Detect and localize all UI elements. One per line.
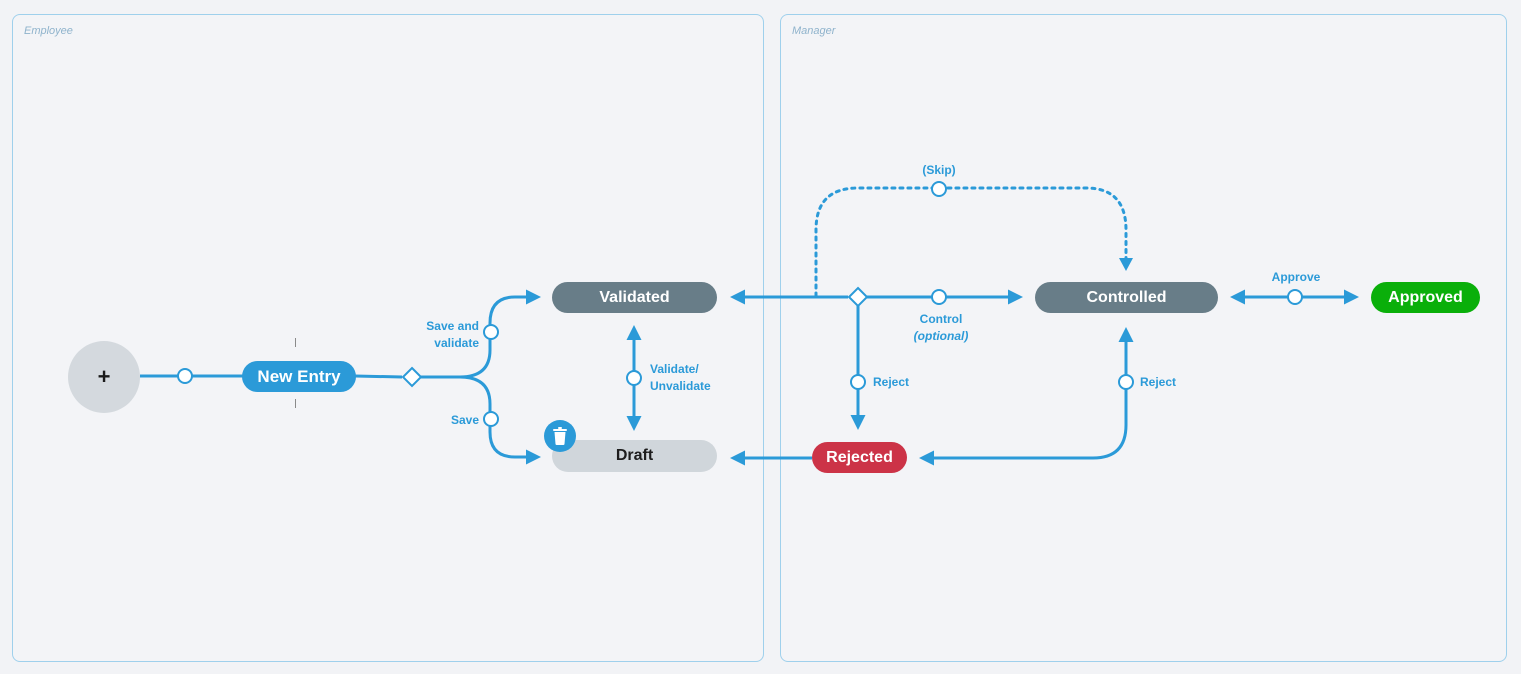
edge-skip	[814, 186, 1128, 298]
edge-reject-controlled	[919, 327, 1134, 466]
edge-new-entry-to-decision	[354, 374, 403, 379]
label-validate-unvalidate[interactable]: Validate/ Unvalidate	[650, 362, 711, 393]
handle-reject-controlled	[1118, 374, 1134, 390]
state-validated[interactable]: Validated	[552, 282, 717, 313]
state-rejected[interactable]: Rejected	[812, 442, 907, 473]
label-reject-validated[interactable]: Reject	[873, 375, 910, 389]
lane-manager: Manager	[780, 14, 1507, 662]
state-controlled[interactable]: Controlled	[1035, 282, 1218, 313]
state-approved[interactable]: Approved	[1371, 282, 1480, 313]
state-draft[interactable]: Draft	[552, 440, 717, 472]
decision-diamond-manager	[847, 286, 869, 308]
handle-control	[931, 289, 947, 305]
lane-manager-label: Manager	[792, 25, 836, 37]
text-cursor-bottom	[295, 399, 296, 408]
edge-save-and-validate	[459, 289, 541, 379]
decision-diamond-entry	[401, 366, 423, 388]
label-approve[interactable]: Approve	[1271, 270, 1321, 284]
label-control[interactable]: Control (optional)	[913, 312, 969, 343]
state-new-entry[interactable]: New Entry	[242, 361, 356, 392]
handle-save	[483, 411, 499, 427]
label-reject-controlled[interactable]: Reject	[1140, 375, 1177, 389]
text-cursor-top	[295, 338, 296, 347]
lane-employee-label: Employee	[24, 25, 73, 37]
start-node[interactable]: +	[68, 341, 140, 413]
edge-save	[459, 375, 541, 465]
trash-icon	[553, 427, 567, 445]
label-save-and-validate[interactable]: Save and validate	[426, 319, 479, 350]
delete-draft-button[interactable]	[544, 420, 576, 452]
handle-reject-validated	[850, 374, 866, 390]
handle-start	[177, 368, 193, 384]
label-save[interactable]: Save	[450, 413, 479, 427]
handle-save-and-validate	[483, 324, 499, 340]
handle-validate-unvalidate	[626, 370, 642, 386]
handle-skip	[931, 181, 947, 197]
label-skip[interactable]: (Skip)	[922, 163, 956, 177]
handle-approve	[1287, 289, 1303, 305]
plus-icon: +	[97, 364, 111, 389]
